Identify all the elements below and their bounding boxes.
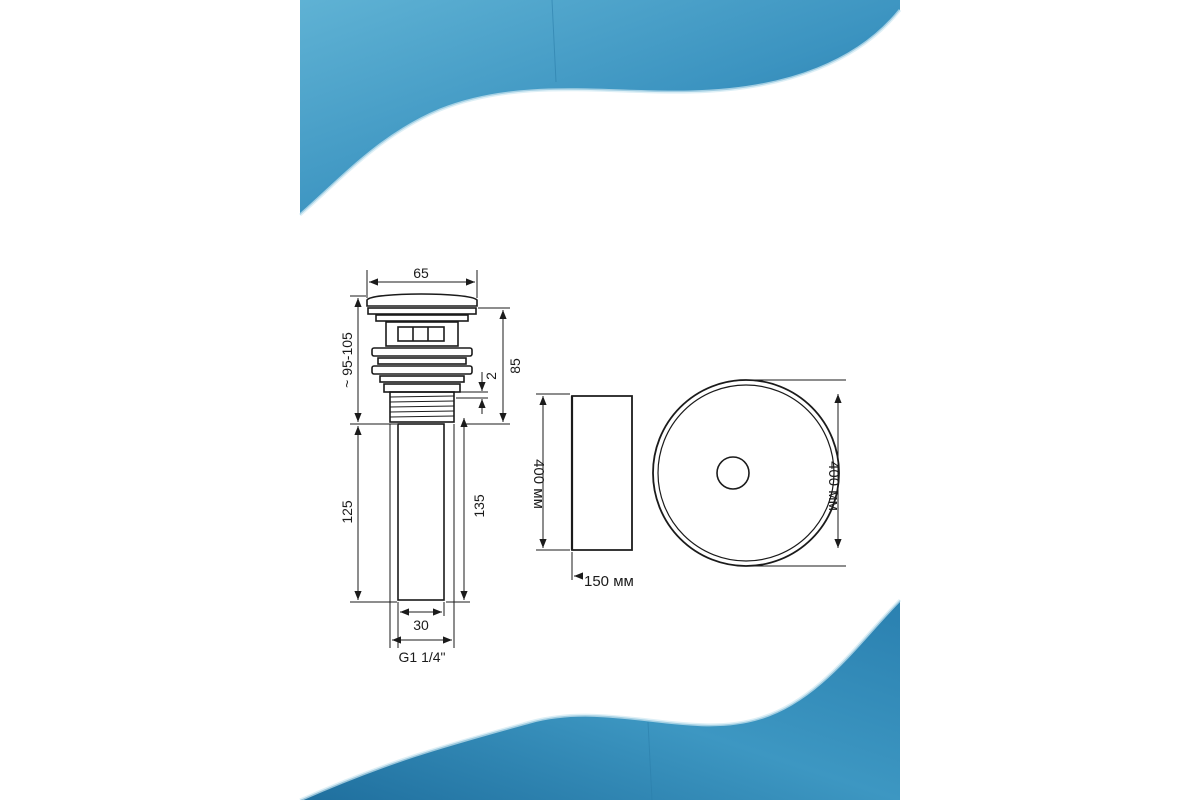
drain-pipe [397,423,445,601]
drain-nut [383,383,461,393]
basin-top-view [652,379,840,567]
basin-dimensions [536,379,846,580]
basin-drain-hole [716,456,750,490]
drain-washer [371,347,473,357]
drain-cap [366,293,478,307]
drain-dimensions [350,270,510,648]
drain-flange [367,307,477,315]
basin-side-view [570,395,633,551]
drain-pipe-length-label: 125 [339,500,355,524]
basin-side-height-label: 400 мм [530,459,547,509]
drain-width-label: 65 [413,265,429,281]
drain-pipe-diameter-label: 30 [413,617,429,633]
drain-body [385,321,459,347]
drain-gap-label: 2 [483,372,499,380]
drain-pipe-total-label: 135 [471,494,487,518]
basin-depth-label: 150 мм [584,573,634,590]
drain-drawing [366,293,478,601]
drain-height-range-label: ~ 95-105 [339,332,355,388]
drain-upper-height-label: 85 [507,358,523,374]
drain-thread-label: G1 1/4" [399,649,446,665]
background-wave-top [299,0,902,217]
basin-diameter-label: 400 мм [825,461,842,511]
background-wave-bottom [299,598,902,800]
